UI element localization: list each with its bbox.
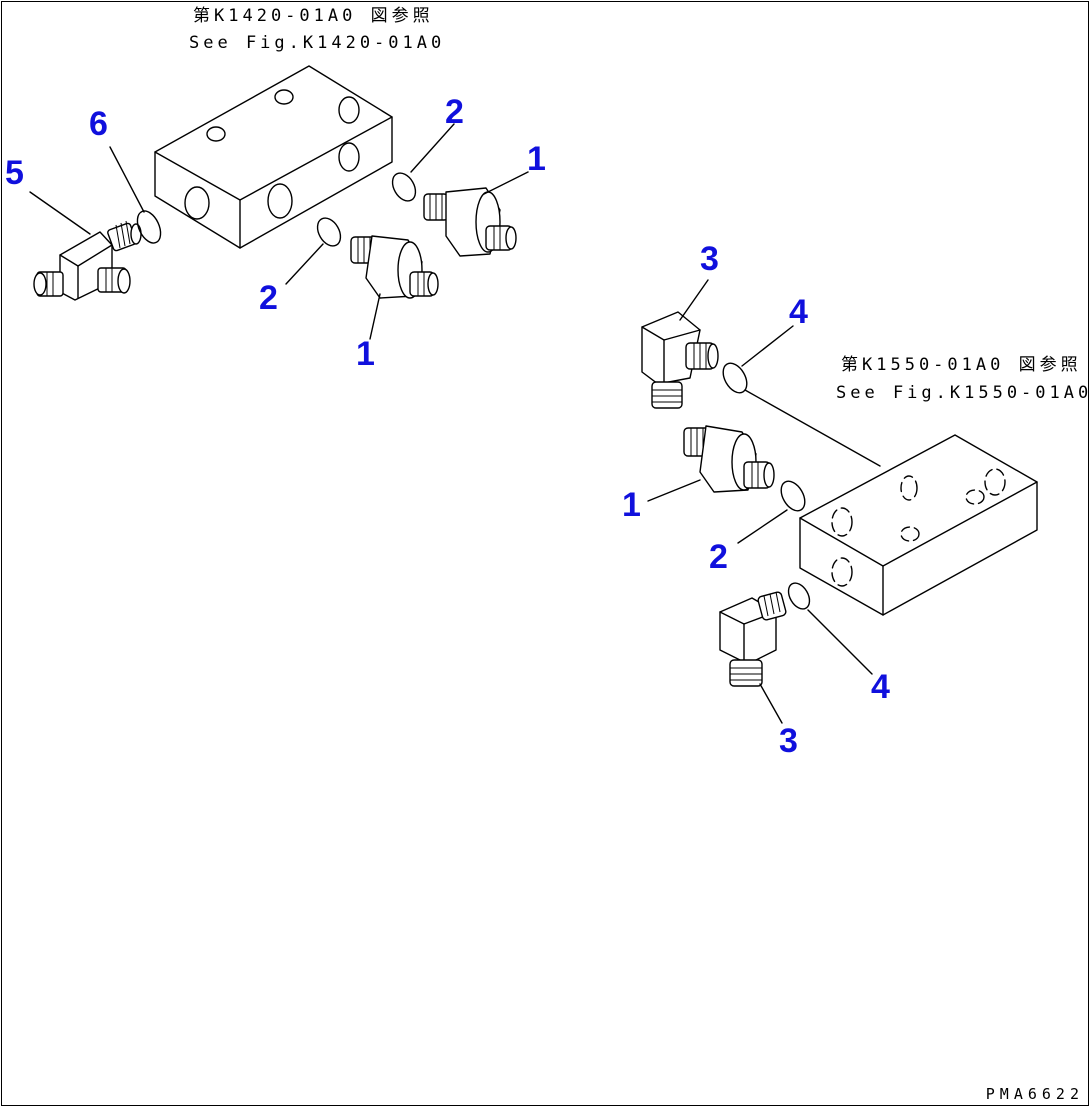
callout-3-upper: 3 — [700, 240, 719, 278]
elbow-fitting-3-lower — [719, 591, 787, 687]
callout-1-lower: 1 — [356, 335, 375, 373]
reference-note-en-right: See Fig.K1550-01A0 — [836, 383, 1090, 403]
tee-fitting-5 — [33, 220, 142, 301]
callout-5: 5 — [5, 154, 24, 192]
o-ring-4-upper — [722, 362, 748, 394]
o-ring-2-left — [316, 217, 342, 247]
callout-3-lower: 3 — [779, 722, 798, 760]
reference-note-jp-top: 第K1420-01A0 図参照 — [193, 6, 434, 26]
valve-block-right — [799, 434, 1038, 616]
o-ring-2-right — [780, 480, 806, 512]
reference-note-jp-right: 第K1550-01A0 図参照 — [841, 355, 1082, 375]
o-ring-6 — [136, 210, 162, 244]
elbow-fitting-3-upper — [641, 311, 719, 409]
o-ring-4-lower — [787, 582, 811, 610]
callout-4-upper: 4 — [789, 293, 808, 331]
adapter-1-right — [683, 425, 775, 493]
leader-lines — [29, 123, 881, 724]
adapter-1-upper — [423, 187, 517, 257]
valve-block-upper-left — [154, 65, 393, 249]
reference-note-en-top: See Fig.K1420-01A0 — [189, 33, 446, 53]
callouts: 6 5 2 1 2 1 3 4 1 2 4 3 — [5, 93, 890, 760]
callout-1-upper: 1 — [527, 140, 546, 178]
callout-6: 6 — [89, 105, 108, 143]
callout-4-lower: 4 — [871, 668, 890, 706]
callout-1-right: 1 — [622, 486, 641, 524]
drawing-code: PMA6622 — [985, 1085, 1084, 1103]
callout-2-upper: 2 — [445, 93, 464, 131]
callout-2-left: 2 — [259, 279, 278, 317]
adapter-1-lower — [350, 235, 439, 299]
o-ring-2-upper — [391, 172, 417, 202]
callout-2-right: 2 — [709, 538, 728, 576]
